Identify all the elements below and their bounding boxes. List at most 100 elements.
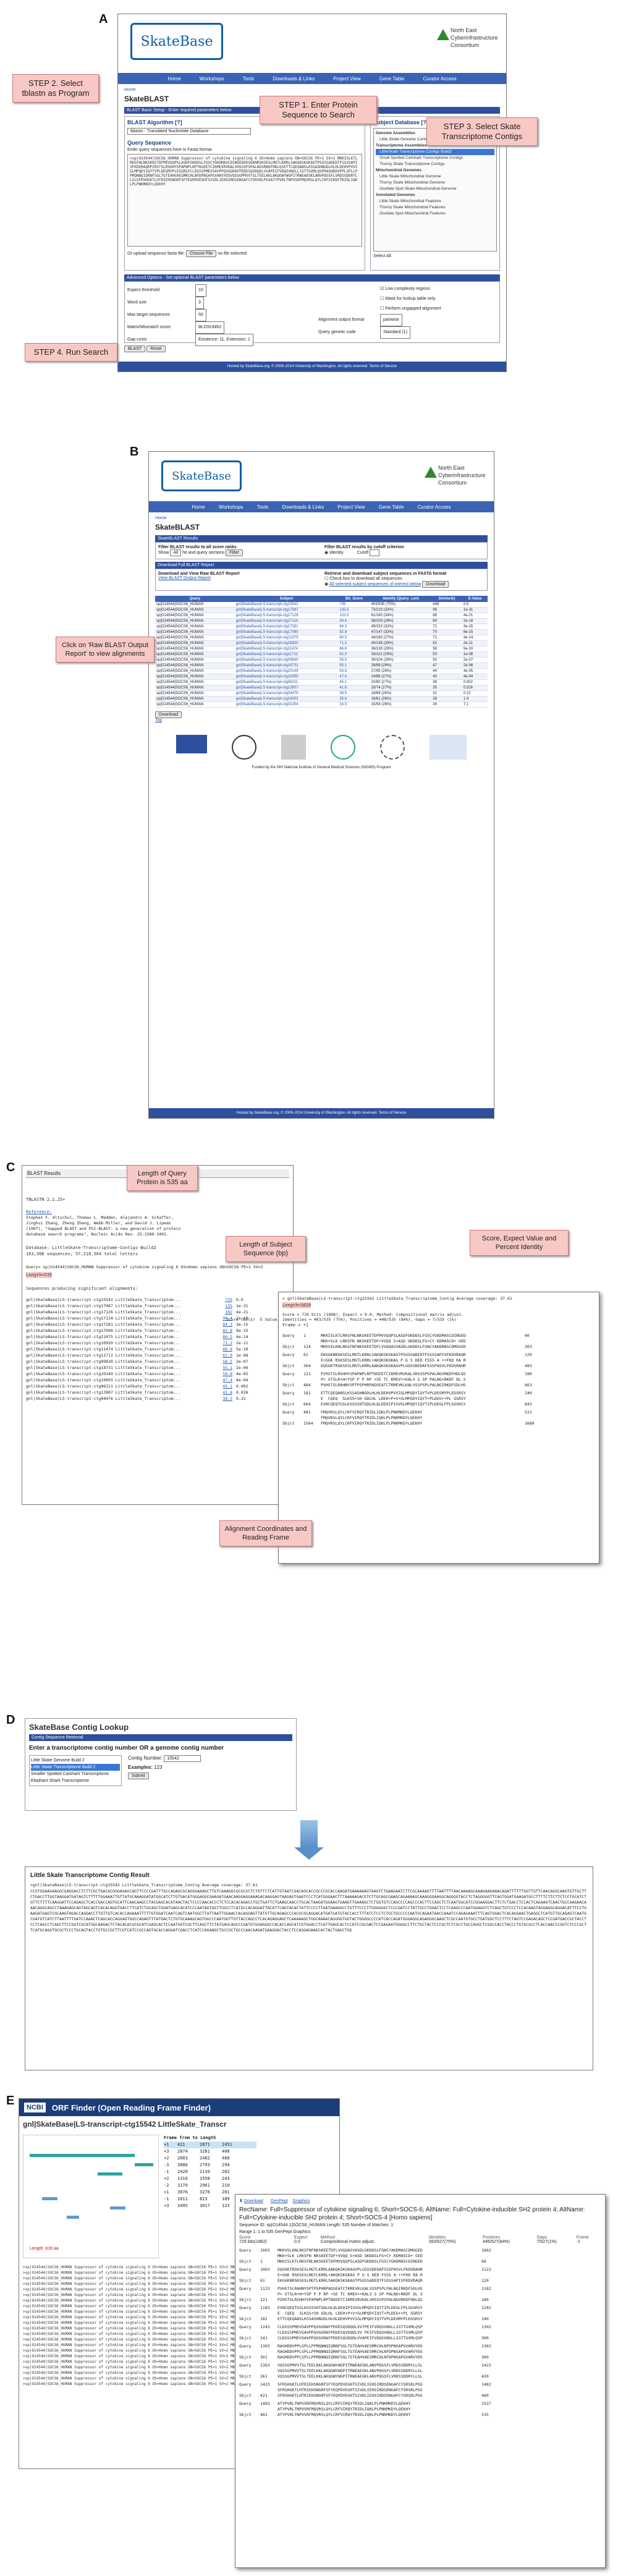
- reference-label[interactable]: Reference:: [26, 1210, 53, 1214]
- word-size-select[interactable]: 3: [195, 297, 204, 309]
- hit-score-link[interactable]: 50.8: [222, 1371, 232, 1376]
- cutoff-input[interactable]: [370, 549, 379, 556]
- col-query[interactable]: Query: [155, 596, 235, 602]
- nav-home[interactable]: Home: [167, 75, 181, 82]
- table-cell[interactable]: gnl|SkateBase|LS-transcript-ctg13907: [234, 685, 339, 691]
- nav-home[interactable]: Home: [192, 504, 205, 510]
- table-cell[interactable]: gnl|SkateBase|LS-transcript-ctg21075: [234, 635, 339, 641]
- hit-score-link[interactable]: 45.1: [222, 1384, 232, 1389]
- query-textarea[interactable]: >sp|O14544|SOCS6_HUMAN Suppressor of cyt…: [127, 154, 362, 247]
- hit-score-link[interactable]: 38.5: [222, 1396, 232, 1401]
- algorithm-select[interactable]: tblastn - Translated Nucleotide Database: [127, 128, 251, 135]
- gap-costs-select[interactable]: Existence: 11, Extension: 1: [195, 334, 253, 346]
- filter-button[interactable]: Filter: [226, 549, 243, 556]
- orf-bar[interactable]: [135, 2163, 153, 2166]
- table-cell[interactable]: 50.8: [338, 668, 370, 674]
- table-cell[interactable]: 735: [338, 602, 370, 608]
- db-type-option[interactable]: Smaller Spotted Catshark Transcriptome: [31, 1772, 109, 1776]
- graphics-link[interactable]: Graphics: [292, 2199, 310, 2203]
- table-cell[interactable]: gnl|SkateBase|LS-transcript-ctg16920: [234, 640, 339, 646]
- table-cell[interactable]: gnl|SkateBase|LS-transcript-ctg02254: [234, 701, 339, 708]
- table-cell[interactable]: gnl|SkateBase|LS-transcript-ctg11712: [234, 651, 339, 658]
- table-cell[interactable]: gnl|SkateBase|LS-transcript-ctg17087: [234, 607, 339, 613]
- download-icon[interactable]: ⬇: [239, 2199, 244, 2203]
- nav-curator[interactable]: Curator Access: [423, 75, 457, 82]
- download-link[interactable]: Download: [243, 2199, 263, 2203]
- db-type-option[interactable]: Elephant Shark Transcriptome: [31, 1779, 90, 1783]
- nav-project-view[interactable]: Project View: [333, 75, 361, 82]
- table-cell[interactable]: gnl|SkateBase|LS-transcript-ctg09830: [234, 657, 339, 663]
- db-option[interactable]: Ocellate Spot Skate Mitochondrial Genome: [379, 187, 457, 191]
- table-cell[interactable]: gnl|SkateBase|LS-transcript-ctg19002: [234, 696, 339, 702]
- nav-workshops[interactable]: Workshops: [199, 75, 224, 82]
- skatebase-logo[interactable]: SkateBase: [130, 23, 223, 60]
- db-option[interactable]: Small Spotted Catshark Transcriptome Con…: [379, 156, 464, 160]
- col-evalue[interactable]: E-Value: [462, 596, 488, 602]
- matrix-select[interactable]: BLOSUM62: [195, 321, 225, 334]
- max-target-select[interactable]: 50: [195, 309, 206, 321]
- hit-score-link[interactable]: 94.4: [222, 1316, 232, 1321]
- table-cell[interactable]: 47.4: [338, 674, 370, 680]
- table-cell[interactable]: gnl|SkateBase|LS-transcript-ctg17281: [234, 624, 339, 630]
- hit-score-link[interactable]: 66.6: [222, 1347, 232, 1352]
- nav-downloads[interactable]: Downloads & Links: [273, 75, 315, 82]
- nav-workshops[interactable]: Workshops: [218, 504, 243, 510]
- table-cell[interactable]: 102.5: [338, 612, 370, 619]
- hit-score-link[interactable]: 62.0: [222, 1353, 232, 1358]
- table-cell[interactable]: 62.0: [338, 651, 370, 658]
- db-option[interactable]: Ocellate Spot Mitochondrial Features: [379, 211, 446, 216]
- table-cell[interactable]: gnl|SkateBase|LS-transcript-ctg17114: [234, 618, 339, 624]
- breadcrumb-home[interactable]: Home: [155, 516, 167, 520]
- genetic-code-select[interactable]: Standard (1): [380, 326, 410, 339]
- download-button[interactable]: Download: [422, 581, 449, 588]
- genpept-link[interactable]: GenPept: [270, 2199, 288, 2203]
- table-cell[interactable]: 38.5: [338, 690, 370, 697]
- db-option[interactable]: Thorny Skate Transcriptome Contigs: [379, 162, 445, 166]
- choose-file-button[interactable]: Choose File: [185, 250, 217, 257]
- table-cell[interactable]: gnl|SkateBase|LS-transcript-ctg17126: [234, 612, 339, 619]
- db-option[interactable]: Little Skate Mitochondrial Features: [379, 199, 442, 203]
- hit-score-link[interactable]: 102: [225, 1310, 232, 1315]
- mask-checkbox[interactable]: ☐: [380, 297, 386, 301]
- blast-button[interactable]: BLAST: [124, 345, 146, 352]
- db-type-list[interactable]: Little Skate Genome Build 2 Little Skate…: [29, 1755, 122, 1786]
- contig-input[interactable]: 15542: [164, 1755, 201, 1762]
- orf-bar[interactable]: [30, 2154, 135, 2157]
- nav-gene-table[interactable]: Gene Table: [379, 75, 405, 82]
- table-cell[interactable]: gnl|SkateBase|LS-transcript-ctg04476: [234, 690, 339, 697]
- table-cell[interactable]: 84.3: [338, 624, 370, 630]
- orf-graphic[interactable]: Length: 816 aa: [23, 2135, 159, 2258]
- hit-score-link[interactable]: 47.4: [222, 1378, 232, 1383]
- ungapped-checkbox[interactable]: ☐: [380, 307, 386, 311]
- raw-blast-output-link[interactable]: View BLAST Output Report: [158, 576, 211, 580]
- col-subject[interactable]: Subject: [234, 596, 339, 602]
- hit-score-link[interactable]: 84.3: [222, 1322, 232, 1327]
- top-link[interactable]: Top: [155, 718, 163, 722]
- table-cell[interactable]: 58.5: [338, 657, 370, 663]
- orf-bar[interactable]: [67, 2216, 79, 2219]
- output-format-select[interactable]: pairwise: [380, 314, 402, 326]
- ncbi-logo[interactable]: NCBI: [24, 2103, 46, 2112]
- table-cell[interactable]: gnl|SkateBase|LS-transcript-ctg20149: [234, 668, 339, 674]
- col-identity[interactable]: Identity (Query_Len): [370, 596, 432, 602]
- select-all-link[interactable]: Select All: [373, 254, 391, 258]
- expect-input[interactable]: 10: [195, 284, 206, 297]
- table-cell[interactable]: 33.5: [338, 701, 370, 708]
- table-cell[interactable]: gnl|SkateBase|LS-transcript-ctg15542: [234, 602, 339, 608]
- filter-checkbox[interactable]: ☑: [380, 287, 386, 291]
- skatebase-logo[interactable]: SkateBase: [161, 460, 242, 491]
- table-cell[interactable]: gnl|SkateBase|LS-transcript-ctg18731: [234, 663, 339, 669]
- show-select[interactable]: All: [170, 549, 182, 556]
- db-type-option[interactable]: Little Skate Genome Build 2: [31, 1758, 85, 1763]
- table-cell[interactable]: 55.1: [338, 663, 370, 669]
- breadcrumb-home[interactable]: Home: [124, 88, 136, 92]
- table-cell[interactable]: gnl|SkateBase|LS-transcript-ctg11474: [234, 646, 339, 652]
- table-cell[interactable]: 66.6: [338, 646, 370, 652]
- nav-gene-table[interactable]: Gene Table: [378, 504, 404, 510]
- download-button-bottom[interactable]: Download: [155, 711, 182, 718]
